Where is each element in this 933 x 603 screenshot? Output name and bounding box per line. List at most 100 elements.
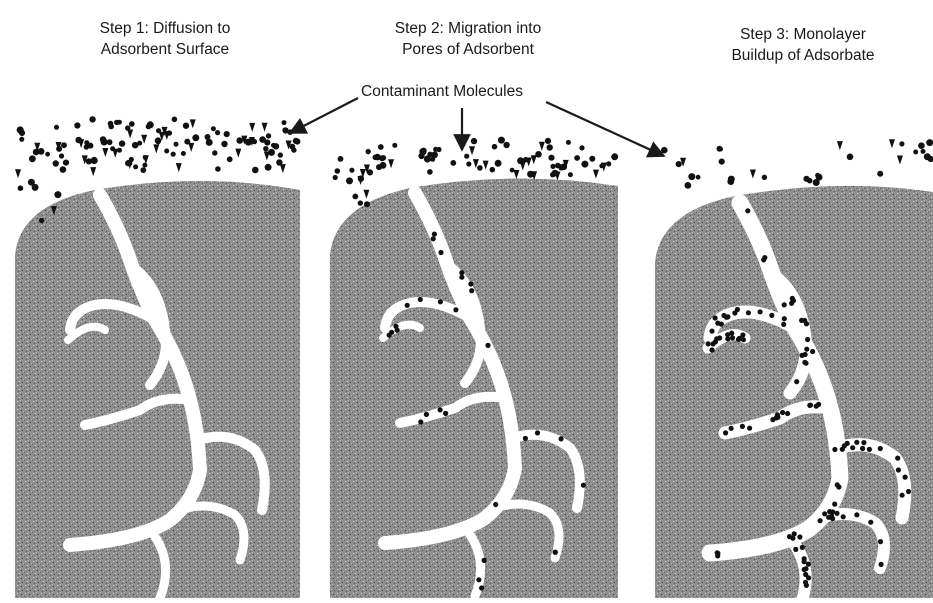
molecule-2-15 [464, 154, 469, 159]
molecule-2-31 [364, 201, 370, 207]
pore-molecule-2-17 [459, 270, 464, 275]
step1-title: Step 1: Diffusion to Adsorbent Surface [60, 18, 270, 60]
molecule-1-36 [278, 152, 283, 157]
pore-molecule-2-27 [395, 328, 400, 333]
pore-molecule-3-42 [781, 322, 786, 327]
molecule-1-21 [172, 117, 178, 123]
pore-molecule-3-94 [854, 512, 859, 517]
molecule-wedge-1-3 [235, 149, 241, 158]
pore-molecule-3-53 [900, 493, 905, 498]
molecule-2-66 [436, 147, 441, 152]
arrow-to-step1 [290, 98, 358, 133]
molecule-2-22 [589, 156, 595, 162]
pore-molecule-3-107 [740, 332, 745, 337]
molecule-1-42 [206, 139, 213, 146]
pore-molecule-3-89 [802, 318, 807, 323]
molecule-wedge-1-83 [190, 119, 196, 128]
pore-molecule-3-84 [775, 415, 780, 420]
molecule-1-105 [156, 140, 161, 145]
molecule-2-74 [424, 155, 431, 162]
molecule-3-2 [685, 182, 692, 189]
pore-molecule-3-16 [797, 534, 802, 539]
molecule-1-70 [215, 166, 221, 172]
pore-molecule-3-87 [803, 572, 808, 577]
molecule-3-26 [807, 178, 813, 184]
pore-molecule-3-69 [842, 443, 847, 448]
pore-molecule-3-85 [896, 467, 901, 472]
molecule-2-23 [349, 168, 354, 173]
molecule-1-108 [100, 136, 106, 142]
molecule-1-75 [142, 163, 147, 168]
pore-molecule-3-23 [793, 547, 798, 552]
pore-molecule-2-21 [535, 430, 540, 435]
pore-molecule-2-23 [482, 558, 487, 563]
pore-molecule-3-92 [780, 410, 785, 415]
molecule-1-119 [19, 130, 25, 136]
pore-molecule-3-9 [794, 379, 799, 384]
pore-molecule-2-28 [443, 411, 448, 416]
pore-molecule-3-72 [836, 484, 841, 489]
pore-molecule-3-66 [782, 316, 787, 321]
pore-molecule-3-29 [850, 445, 855, 450]
pore-molecule-3-77 [861, 440, 866, 445]
molecule-1-77 [29, 155, 36, 162]
molecule-wedge-1-85 [262, 123, 268, 132]
pore-molecule-2-22 [493, 502, 498, 507]
molecule-1-50 [59, 153, 64, 158]
molecule-1-59 [32, 184, 39, 191]
molecule-2-39 [498, 137, 505, 144]
molecule-1-115 [282, 127, 288, 133]
pore-molecule-3-52 [729, 426, 734, 431]
molecule-2-37 [477, 165, 483, 171]
molecule-1-91 [19, 137, 24, 142]
molecule-1-86 [252, 167, 259, 174]
pore-molecule-3-88 [762, 255, 767, 260]
molecule-1-95 [108, 121, 114, 127]
pore-molecule-2-4 [418, 419, 423, 424]
molecule-2-19 [376, 164, 382, 170]
step1-line1: Step 1: Diffusion to [60, 18, 270, 39]
pore-molecule-3-19 [711, 341, 716, 346]
molecule-1-44 [273, 143, 279, 149]
pore-molecule-3-33 [802, 360, 807, 365]
molecule-1-5 [174, 142, 179, 147]
molecule-3-23 [728, 176, 735, 183]
molecule-3-29 [676, 161, 682, 167]
molecule-wedge-3-19 [889, 139, 895, 148]
molecule-wedge-2-54 [531, 155, 537, 164]
pore-molecule-3-64 [810, 349, 815, 354]
pore-molecule-3-22 [822, 511, 827, 516]
molecule-2-38 [366, 149, 371, 154]
pore-molecule-3-14 [868, 520, 873, 525]
molecule-3-28 [816, 174, 823, 181]
molecule-2-47 [606, 161, 611, 166]
molecule-wedge-1-0 [153, 144, 159, 153]
pore-molecule-2-13 [559, 436, 564, 441]
molecule-1-97 [205, 134, 211, 140]
arrow-to-step3 [546, 102, 664, 156]
molecule-wedge-2-70 [363, 190, 369, 199]
pore-molecule-3-45 [854, 440, 859, 445]
pore-molecule-3-43 [736, 337, 741, 342]
molecule-wedge-2-8 [593, 170, 599, 179]
molecule-1-63 [221, 141, 227, 147]
molecule-wedge-3-10 [837, 141, 843, 150]
pore-molecule-3-26 [709, 329, 714, 334]
pore-molecule-2-14 [553, 550, 558, 555]
pore-molecule-3-62 [841, 514, 846, 519]
pore-molecule-3-13 [906, 489, 911, 494]
pore-molecule-3-34 [769, 313, 774, 318]
molecule-1-66 [74, 122, 80, 128]
molecule-1-7 [140, 167, 146, 173]
molecule-1-96 [245, 139, 252, 146]
molecule-1-28 [212, 150, 217, 155]
molecule-3-24 [918, 142, 925, 149]
pore-molecule-3-54 [878, 539, 883, 544]
molecule-2-62 [421, 148, 427, 154]
molecule-1-56 [133, 164, 138, 169]
molecule-wedge-1-29 [249, 123, 255, 132]
molecule-wedge-3-14 [750, 169, 756, 178]
molecule-1-93 [282, 120, 287, 125]
pore-molecule-2-9 [469, 288, 474, 293]
molecule-3-3 [762, 175, 767, 180]
